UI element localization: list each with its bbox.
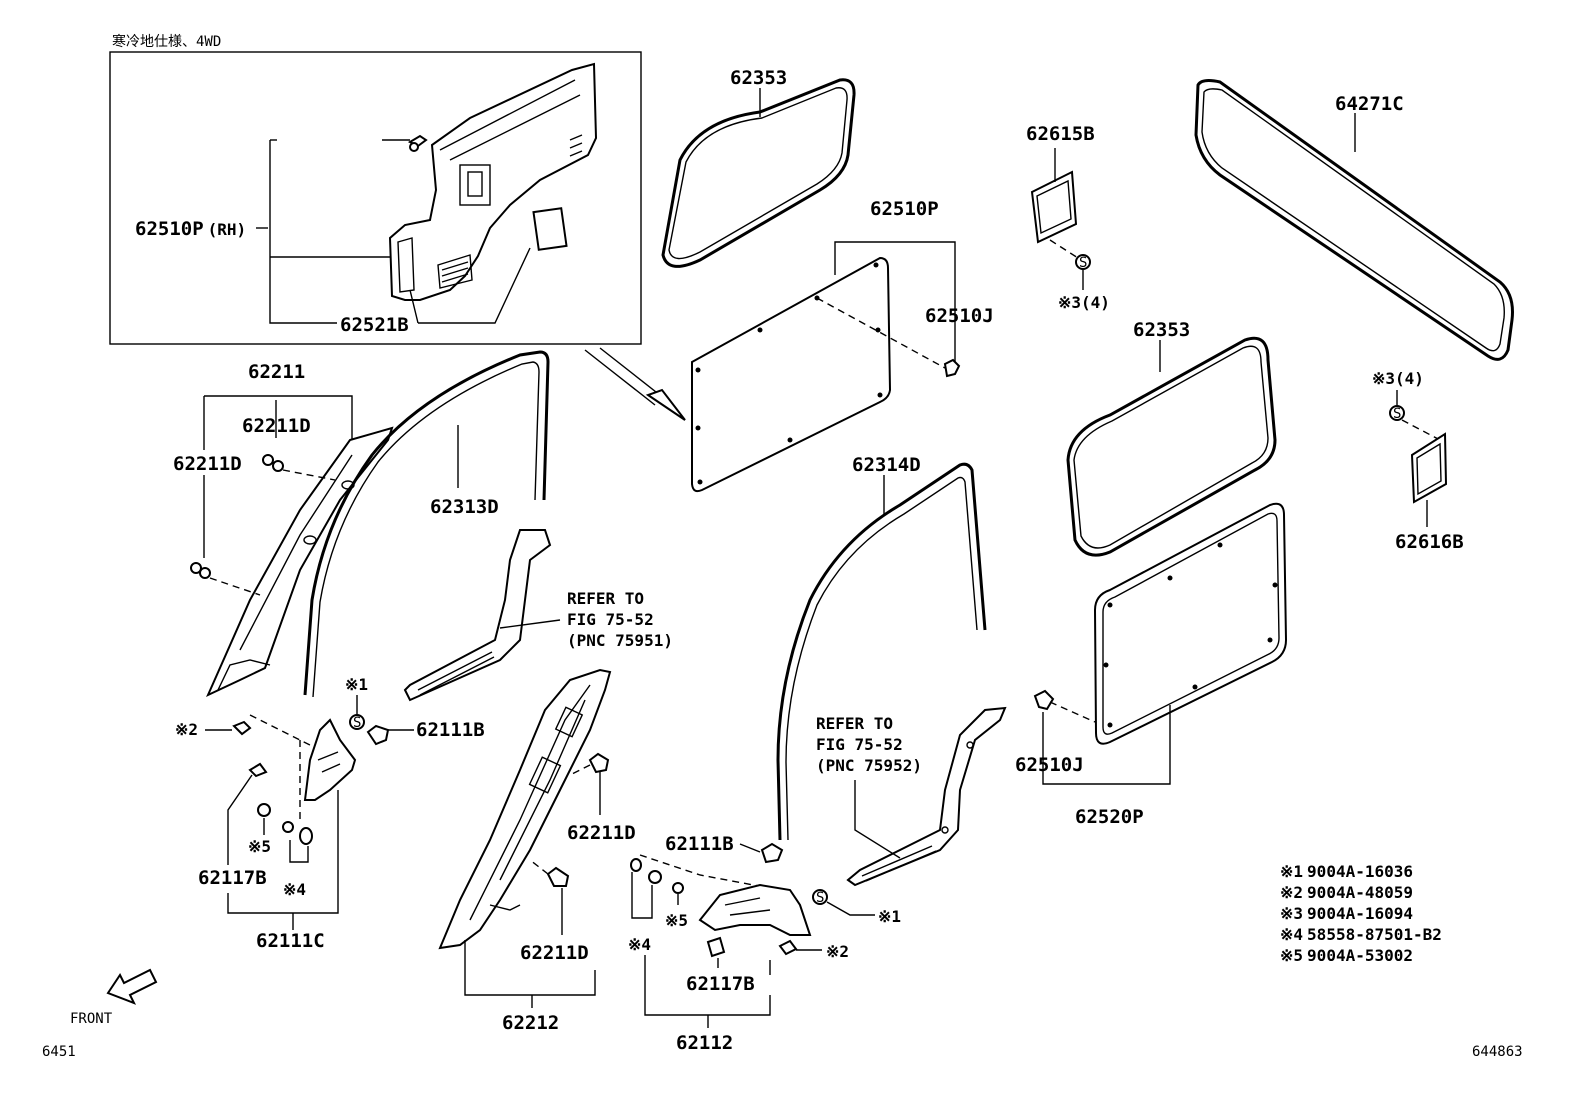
clip-62211D-d: [546, 866, 570, 887]
clip-62117B-mid: [706, 936, 726, 958]
label-62211: 62211: [248, 361, 305, 383]
ref2-line2: FIG 75-52: [816, 735, 903, 754]
label-note2-mid: ※2: [826, 942, 849, 961]
clip-62211D-c: [588, 752, 610, 774]
label-62521B: 62521B: [340, 314, 409, 336]
label-62510P: 62510P: [870, 198, 939, 220]
label-62117B-mid: 62117B: [686, 973, 755, 995]
s-symbol-62616B: [1389, 405, 1405, 421]
label-note3-top: ※3(4): [1058, 293, 1110, 312]
part-62313D-weatherstrip: [303, 350, 550, 698]
label-62211D-c: 62211D: [567, 822, 636, 844]
clip-62510J-bottom: [1033, 689, 1055, 711]
label-62111C: 62111C: [256, 930, 325, 952]
label-62111B-mid: 62111B: [665, 833, 734, 855]
label-62313D: 62313D: [430, 496, 499, 518]
part-ref2-scuff-plate: [846, 706, 1007, 887]
label-62211D-a: 62211D: [242, 415, 311, 437]
svg-text:S: S: [816, 890, 824, 906]
label-62353-top: 62353: [730, 67, 787, 89]
part-62314D-weatherstrip: [776, 462, 987, 841]
front-arrow-icon: [106, 968, 158, 1005]
ref1-line3: (PNC 75951): [567, 631, 673, 650]
label-62112: 62112: [676, 1032, 733, 1054]
part-62510P-panel: [691, 256, 892, 493]
part-62212-b-pillar-trim: [438, 668, 612, 950]
label-62510J-top: 62510J: [925, 305, 994, 327]
label-note1-mid: ※1: [878, 907, 901, 926]
ref2-line1: REFER TO: [816, 714, 893, 733]
label-62212: 62212: [502, 1012, 559, 1034]
clip-62111B-left: [366, 724, 390, 746]
label-note1-left: ※1: [345, 675, 368, 694]
label-note5-mid: ※5: [665, 911, 688, 930]
part-62353-top-seal: [661, 78, 856, 268]
label-note5-left: ※5: [248, 837, 271, 856]
label-62211D-d: 62211D: [520, 942, 589, 964]
clip-note5-left: [257, 803, 271, 817]
clip-note2-mid: [778, 939, 798, 956]
clip-62117B-left: [248, 762, 268, 778]
inset-arrow: [584, 349, 656, 406]
clip-62211D-a: [262, 454, 284, 472]
label-62520P: 62520P: [1075, 806, 1144, 828]
label-62510J-bottom: 62510J: [1015, 754, 1084, 776]
drawing-number: 644863: [1472, 1044, 1523, 1060]
clip-note5-mid: [672, 882, 684, 894]
svg-text:S: S: [1393, 406, 1401, 422]
clip-note2-left: [232, 720, 252, 736]
label-62353-mid: 62353: [1133, 319, 1190, 341]
clip-62211D-b: [190, 562, 211, 579]
clip-note4-mid: [630, 858, 642, 872]
page-code: 6451: [42, 1044, 76, 1060]
front-label: FRONT: [70, 1011, 113, 1027]
part-62616B-cover: [1410, 432, 1448, 504]
clip-62111B-mid: [760, 842, 784, 864]
part-62111C-cowl-trim: [303, 718, 357, 801]
label-62615B: 62615B: [1026, 123, 1095, 145]
label-64271C: 64271C: [1335, 93, 1404, 115]
s-symbol-62112: [812, 889, 828, 905]
ref1-line1: REFER TO: [567, 589, 644, 608]
label-62111B-left: 62111B: [416, 719, 485, 741]
label-note2-left: ※2: [175, 720, 198, 739]
part-62520P-panel: [1093, 502, 1288, 745]
inset-box: [109, 51, 642, 345]
part-62615B-cover: [1030, 170, 1078, 244]
label-62616B: 62616B: [1395, 531, 1464, 553]
ref1-line2: FIG 75-52: [567, 610, 654, 629]
label-note4-mid: ※4: [628, 935, 651, 954]
part-64271C-seal: [1194, 79, 1514, 361]
part-62211-a-pillar-trim: [206, 426, 394, 698]
clip-note4-left: [299, 827, 313, 845]
inset-title: 寒冷地仕様、4WD: [112, 33, 221, 50]
s-symbol-62111B-left: [349, 714, 365, 730]
part-ref1-scuff-plate: [403, 529, 552, 702]
s-symbol-62615B: [1075, 254, 1091, 270]
label-62211D-b: 62211D: [173, 453, 242, 475]
part-62353-mid-seal: [1066, 336, 1277, 557]
svg-text:S: S: [353, 715, 361, 731]
ref2-line3: (PNC 75952): [816, 756, 922, 775]
inset-quarter-trim-panel: [388, 62, 598, 301]
svg-text:S: S: [1079, 255, 1087, 271]
label-62314D: 62314D: [852, 454, 921, 476]
part-62112-cowl-trim: [698, 883, 812, 936]
label-62510P-rh: 62510P(RH): [135, 218, 246, 240]
label-note3-right: ※3(4): [1372, 369, 1424, 388]
label-note4-left: ※4: [283, 880, 306, 899]
label-62117B-left: 62117B: [198, 867, 267, 889]
